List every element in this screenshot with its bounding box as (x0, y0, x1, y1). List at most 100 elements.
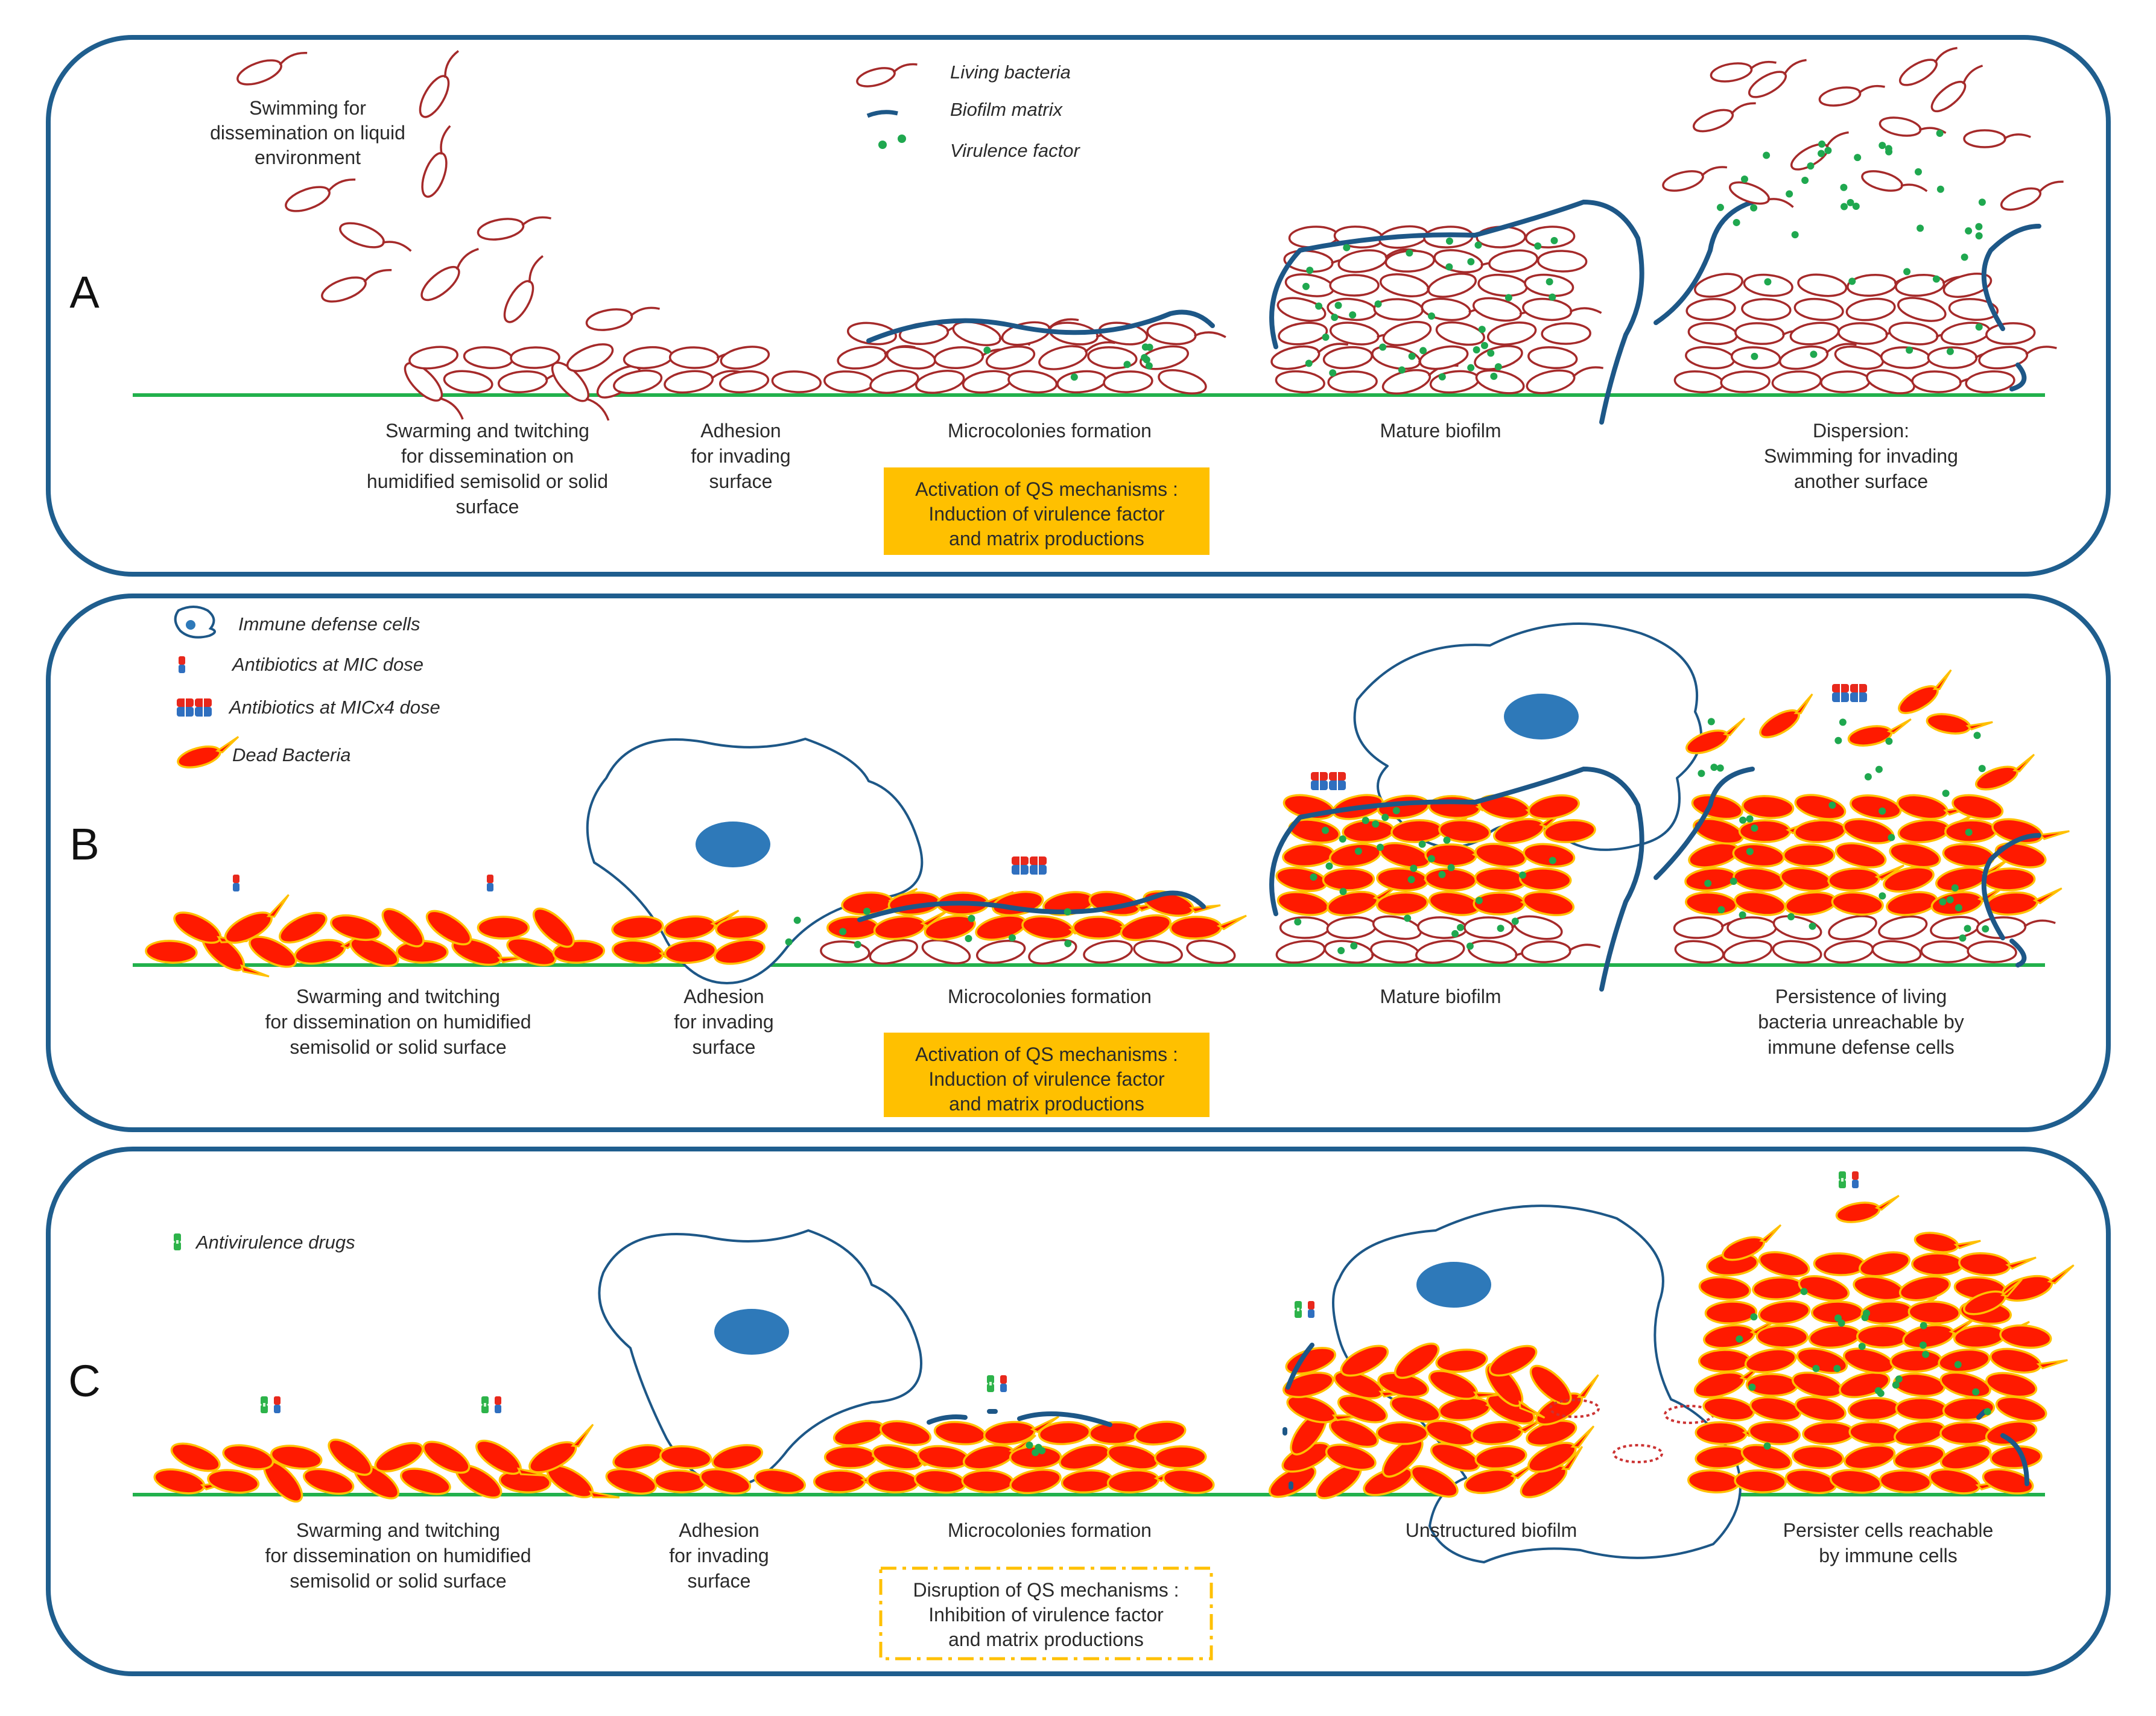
living-bacterium (421, 125, 451, 198)
antibiotic-mic-icon (1852, 1171, 1859, 1188)
dead-bacterium-tail (1576, 1374, 1599, 1399)
living-bacterium (869, 369, 919, 394)
immune-cell-icon (174, 606, 216, 639)
virulence-factor-dot (1334, 302, 1342, 309)
living-bacterium (1536, 250, 1588, 273)
dead-bacterium (1913, 1232, 1981, 1253)
pill-bottom (481, 1405, 489, 1413)
virulence-factor-dot (1959, 934, 1967, 942)
antivirulence-drug-icon (481, 1396, 489, 1413)
virulence-factor-dot (1467, 364, 1475, 372)
living-bacterium (1526, 366, 1603, 394)
dead-bacterium-tail (1932, 669, 1952, 691)
pill-top (481, 1396, 489, 1405)
virulence-factor-dot (1350, 942, 1358, 950)
bacterium-body (1275, 370, 1325, 394)
bacterium-body (1963, 129, 2006, 148)
dead-bacterium-body (1698, 1276, 1751, 1301)
dead-bacterium (207, 1469, 260, 1494)
biofilm-matrix-line (1653, 200, 1755, 325)
bacterium-flagellum (1730, 102, 1756, 115)
virulence-factor-dot (1983, 1408, 1991, 1416)
pill-marker (1841, 1178, 1844, 1182)
dead-bacterium-body (1911, 1252, 1964, 1276)
dead-bacterium (924, 914, 976, 941)
virulence-factor-dot (1888, 834, 1895, 841)
caption-swarming-line: for dissemination on humidified (265, 1011, 531, 1033)
virulence-factor-dot (1478, 326, 1486, 334)
caption-adhesion-line: for invading (674, 1011, 773, 1033)
living-bacterium (720, 346, 770, 370)
dead-bacterium-tail (1793, 693, 1813, 715)
lysed-bacterium (1612, 1444, 1663, 1463)
virulence-factor-dot (1511, 917, 1519, 925)
bacterium-flagellum (585, 397, 610, 421)
antibiotic-micx4-icon (1012, 856, 1047, 875)
virulence-factor-dot (1408, 352, 1416, 360)
virulence-factor-dot (1451, 930, 1459, 938)
immune-cell-nucleus (696, 822, 770, 867)
dead-bacterium (1340, 1344, 1389, 1377)
antivirulence-drug-icon (261, 1396, 268, 1413)
virulence-factor-dot (1879, 807, 1886, 815)
virulence-factor-dot (1936, 185, 1944, 193)
dead-bacterium (1685, 717, 1746, 755)
bacterium-body (975, 940, 1026, 964)
bacterium-body (1419, 345, 1469, 370)
dead-bacterium (1154, 1445, 1207, 1469)
virulence-factor-dot (898, 135, 906, 143)
caption-persistence-line: immune defense cells (1768, 1036, 1954, 1058)
living-bacterium (1521, 940, 1601, 963)
living-bacterium (408, 346, 458, 370)
virulence-factor-dot (965, 935, 972, 943)
dead-bacterium (1844, 1444, 1896, 1471)
caption-microcolonies-line: Microcolonies formation (948, 1519, 1152, 1541)
bacterium-body (846, 321, 897, 346)
virulence-factor-dot (1936, 129, 1944, 137)
bacterium-body (1793, 297, 1844, 321)
dead-bacterium (753, 1468, 806, 1495)
dead-bacterium-body (1009, 1468, 1062, 1495)
dead-bacterium (659, 1445, 712, 1470)
living-bacterium (1978, 346, 2057, 370)
antibiotic-mic-icon (487, 875, 493, 891)
dead-bacterium (1879, 1469, 1932, 1493)
dead-bacterium-tail (2038, 830, 2070, 840)
dead-bacterium (1939, 1444, 1992, 1471)
dead-bacterium-tail (1965, 721, 1993, 730)
virulence-factor-dot (1329, 369, 1337, 377)
dead-bacterium (1698, 1276, 1751, 1301)
caption-unstructured-line: Unstructured biofilm (1406, 1519, 1577, 1541)
virulence-factor-dot (1809, 922, 1816, 930)
virulence-factor-dot (1354, 847, 1362, 855)
legend-biofilm-matrix: Biofilm matrix (950, 99, 1064, 120)
caption-adhesion-line: surface (693, 1036, 756, 1058)
biofilm-matrix-line (1976, 1409, 1987, 1420)
virulence-factor-dot (1982, 925, 1990, 932)
qs-box-line: Induction of virulence factor (928, 1068, 1165, 1090)
biofilm-matrix-line (1017, 1411, 1112, 1427)
dead-bacterium-body (222, 1444, 274, 1471)
dead-bacterium-body (1133, 1420, 1187, 1446)
bacterium-body (1140, 345, 1189, 370)
bacterium-body (566, 343, 614, 372)
bacterium-flagellum (444, 50, 460, 78)
dead-bacterium-body (1985, 1372, 2038, 1398)
living-bacterium (2000, 180, 2064, 211)
living-bacterium (1186, 939, 1236, 964)
dead-bacterium (1898, 669, 1952, 714)
bacterium-body (1845, 297, 1896, 321)
living-bacterium (1692, 102, 1756, 133)
dead-bacterium-tail (215, 736, 239, 753)
dead-bacterium-body (1375, 1421, 1429, 1445)
virulence-factor-dot (1824, 147, 1832, 154)
dead-bacterium (374, 1442, 424, 1473)
living-bacterium (1276, 297, 1327, 322)
living-bacterium (856, 63, 918, 87)
virulence-factor-dot (1786, 190, 1793, 198)
living-bacterium (1028, 939, 1077, 965)
virulence-factor-dot (1490, 372, 1498, 380)
bacterium-body (1475, 369, 1525, 394)
